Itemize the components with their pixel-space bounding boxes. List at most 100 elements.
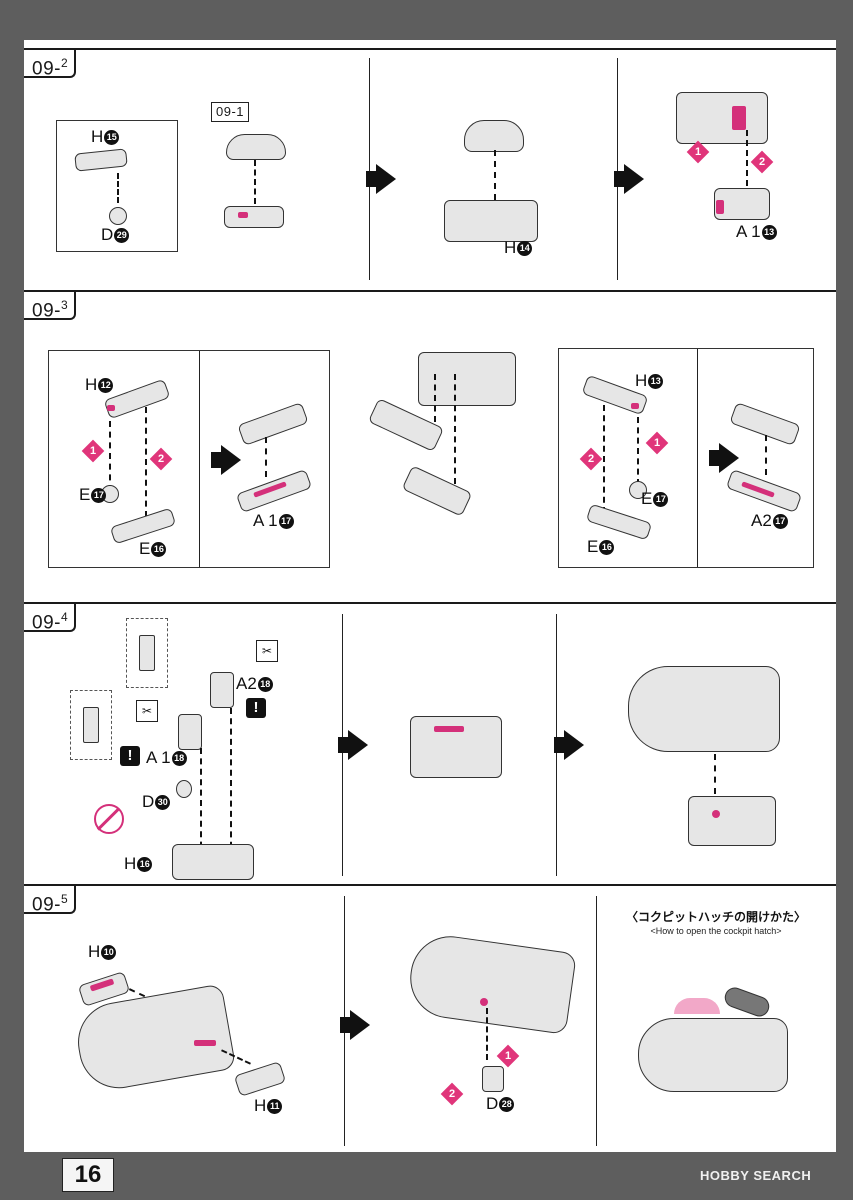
cockpit-base xyxy=(224,206,284,228)
panel-divider xyxy=(596,896,597,1146)
hull-subassembly xyxy=(688,796,776,846)
panel-divider xyxy=(199,351,200,567)
hatch-instructions-title: 〈コクピットハッチの開けかた〉 xyxy=(625,910,806,924)
step-badge: 2 xyxy=(149,447,173,471)
accent-mark xyxy=(716,200,724,214)
open-hatch-arrow xyxy=(674,998,720,1014)
step-badge: 2 xyxy=(579,447,603,471)
assembly-arrow xyxy=(109,421,111,491)
warning-icon: ! xyxy=(246,698,266,718)
accent-mark xyxy=(732,106,746,130)
side-armor xyxy=(401,465,473,517)
assembly-arrow xyxy=(486,1008,488,1060)
part-a1-18 xyxy=(178,714,202,750)
assembly-arrow xyxy=(265,437,267,477)
step-arrow xyxy=(211,445,241,475)
panel-divider xyxy=(697,349,698,567)
assembly-arrow xyxy=(454,374,456,484)
assembly-arrow xyxy=(254,160,256,204)
step-arrow xyxy=(366,164,396,194)
sticker-icon xyxy=(83,707,99,743)
side-armor xyxy=(367,398,445,452)
panel-divider xyxy=(617,58,618,280)
step-badge: 1 xyxy=(645,431,669,455)
accent-mark xyxy=(194,1040,216,1046)
no-cut-icon xyxy=(94,804,124,834)
assembly-arrow xyxy=(746,130,748,186)
step-arrow xyxy=(614,164,644,194)
warning-icon: ! xyxy=(120,746,140,766)
accent-mark xyxy=(712,810,720,818)
step-arrow xyxy=(709,443,739,473)
panel-divider xyxy=(369,58,370,280)
part-e16 xyxy=(585,503,653,541)
part-d29 xyxy=(109,207,127,225)
assembly-arrow xyxy=(494,150,496,200)
step-badge: 1 xyxy=(496,1044,520,1068)
accent-mark xyxy=(480,998,488,1006)
cockpit-hatch xyxy=(721,984,773,1020)
accent-mark xyxy=(631,403,639,409)
assembly-arrow xyxy=(714,754,716,794)
step-arrow xyxy=(340,1010,370,1040)
assembly-arrow xyxy=(603,405,605,513)
hull-assembly xyxy=(418,352,516,406)
nipper-icon: ✂ xyxy=(256,640,278,662)
fuselage xyxy=(638,1018,788,1092)
part-d28 xyxy=(482,1066,504,1092)
part-a1-17 xyxy=(235,468,313,514)
hull-assembly xyxy=(676,92,768,144)
step-arrow xyxy=(338,730,368,760)
watermark: HOBBY SEARCH xyxy=(700,1168,812,1183)
part-h11 xyxy=(233,1061,287,1097)
step-label: 09-4 xyxy=(24,604,77,633)
step-badge: 2 xyxy=(440,1082,464,1106)
step-badge: 2 xyxy=(750,150,774,174)
accent-mark xyxy=(107,405,115,411)
page-number: 16 xyxy=(62,1158,114,1192)
step-badge: 1 xyxy=(81,439,105,463)
hull-part-h16 xyxy=(172,844,254,880)
step-badge: 1 xyxy=(686,140,710,164)
assembly-arrow xyxy=(637,417,639,485)
assembly-arrow xyxy=(230,708,232,858)
step-label: 09-3 xyxy=(24,292,77,321)
cockpit-canopy xyxy=(226,134,286,160)
hull-part-h14 xyxy=(444,200,538,242)
part-h15 xyxy=(74,148,128,172)
sticker-icon xyxy=(139,635,155,671)
assembly-arrow xyxy=(765,435,767,475)
step-arrow xyxy=(554,730,584,760)
step-label: 09-5 xyxy=(24,886,77,915)
armor-plate xyxy=(237,402,309,446)
part-d30 xyxy=(176,780,192,798)
fuselage xyxy=(405,931,577,1035)
assembly-arrow xyxy=(145,407,147,517)
sticker-preview xyxy=(70,690,112,760)
accent-mark xyxy=(238,212,248,218)
step-label: 09-2 xyxy=(24,50,77,79)
nipper-icon: ✂ xyxy=(136,700,158,722)
